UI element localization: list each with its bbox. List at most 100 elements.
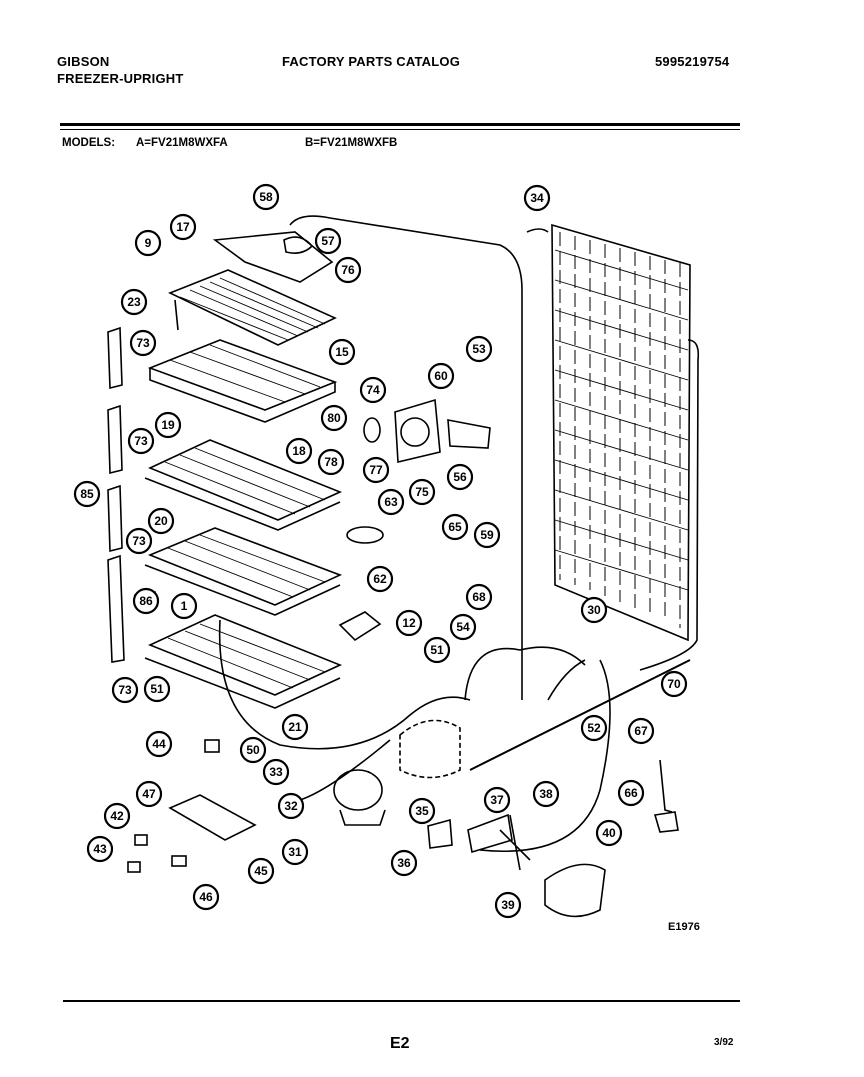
callout-58: 58 bbox=[252, 183, 280, 211]
svg-text:31: 31 bbox=[288, 845, 302, 859]
overload bbox=[467, 813, 513, 854]
callout-62: 62 bbox=[366, 565, 394, 593]
callout-80: 80 bbox=[320, 404, 348, 432]
callout-17: 17 bbox=[169, 213, 197, 241]
fan-motor bbox=[447, 419, 491, 449]
svg-text:19: 19 bbox=[161, 418, 175, 432]
product-type: FREEZER-UPRIGHT bbox=[57, 71, 184, 86]
svg-text:58: 58 bbox=[259, 190, 273, 204]
callout-20: 20 bbox=[147, 507, 175, 535]
svg-text:32: 32 bbox=[284, 799, 298, 813]
callout-12: 12 bbox=[395, 609, 423, 637]
model-a: A=FV21M8WXFA bbox=[136, 137, 228, 149]
svg-text:39: 39 bbox=[501, 898, 515, 912]
svg-text:62: 62 bbox=[373, 572, 387, 586]
callout-70: 70 bbox=[660, 670, 688, 698]
page-code: E2 bbox=[390, 1035, 410, 1052]
shelf-15 bbox=[147, 339, 338, 423]
drain-tube bbox=[479, 659, 611, 852]
callout-86: 86 bbox=[132, 587, 160, 615]
condenser-panel bbox=[551, 223, 700, 671]
callout-76: 76 bbox=[334, 256, 362, 284]
relay bbox=[427, 818, 453, 849]
svg-text:21: 21 bbox=[288, 720, 302, 734]
svg-text:12: 12 bbox=[402, 616, 416, 630]
svg-text:34: 34 bbox=[530, 191, 544, 205]
rod-23 bbox=[174, 299, 179, 331]
callout-31: 31 bbox=[281, 838, 309, 866]
svg-text:36: 36 bbox=[397, 856, 411, 870]
svg-text:23: 23 bbox=[127, 295, 141, 309]
callout-39: 39 bbox=[494, 891, 522, 919]
svg-text:33: 33 bbox=[269, 765, 283, 779]
callout-75: 75 bbox=[408, 478, 436, 506]
drain-pan bbox=[399, 719, 461, 779]
svg-text:17: 17 bbox=[176, 220, 190, 234]
terminal-board bbox=[168, 794, 257, 841]
callout-43: 43 bbox=[86, 835, 114, 863]
callout-52: 52 bbox=[580, 714, 608, 742]
svg-text:73: 73 bbox=[118, 683, 132, 697]
brand-name: GIBSON bbox=[57, 54, 110, 69]
svg-text:75: 75 bbox=[415, 485, 429, 499]
svg-text:47: 47 bbox=[142, 787, 156, 801]
svg-text:54: 54 bbox=[456, 620, 470, 634]
callout-68: 68 bbox=[465, 583, 493, 611]
catalog-title: FACTORY PARTS CATALOG bbox=[282, 54, 461, 69]
fan-blade bbox=[363, 417, 381, 443]
svg-text:56: 56 bbox=[453, 470, 467, 484]
thermostat-66 bbox=[653, 811, 679, 833]
callout-57: 57 bbox=[314, 227, 342, 255]
callout-74: 74 bbox=[359, 376, 387, 404]
svg-text:20: 20 bbox=[154, 514, 168, 528]
svg-text:77: 77 bbox=[369, 463, 383, 477]
svg-text:15: 15 bbox=[335, 345, 349, 359]
svg-text:50: 50 bbox=[246, 743, 260, 757]
callout-1: 1 bbox=[170, 592, 198, 620]
svg-text:59: 59 bbox=[480, 528, 494, 542]
svg-text:78: 78 bbox=[324, 455, 338, 469]
svg-text:42: 42 bbox=[110, 809, 124, 823]
catalog-number: 5995219754 bbox=[655, 54, 730, 69]
svg-text:51: 51 bbox=[430, 643, 444, 657]
callout-54: 54 bbox=[449, 613, 477, 641]
shelf-bottom bbox=[144, 614, 343, 709]
shelf-19 bbox=[144, 439, 343, 531]
callout-53: 53 bbox=[465, 335, 493, 363]
bracket bbox=[338, 611, 382, 642]
callout-47: 47 bbox=[135, 780, 163, 808]
relay-cover bbox=[544, 863, 606, 918]
svg-text:74: 74 bbox=[366, 383, 380, 397]
callout-35: 35 bbox=[408, 797, 436, 825]
header-rule bbox=[60, 123, 740, 126]
svg-text:73: 73 bbox=[134, 434, 148, 448]
svg-text:9: 9 bbox=[145, 236, 152, 250]
connector-42 bbox=[134, 834, 148, 846]
svg-text:73: 73 bbox=[132, 534, 146, 548]
svg-text:86: 86 bbox=[139, 594, 153, 608]
callout-65: 65 bbox=[441, 513, 469, 541]
svg-text:80: 80 bbox=[327, 411, 341, 425]
callout-51-b: 51 bbox=[143, 675, 171, 703]
callout-73-c: 73 bbox=[125, 527, 153, 555]
callout-85: 85 bbox=[73, 480, 101, 508]
svg-text:1: 1 bbox=[181, 599, 188, 613]
svg-text:30: 30 bbox=[587, 603, 601, 617]
callout-38: 38 bbox=[532, 780, 560, 808]
svg-text:68: 68 bbox=[472, 590, 486, 604]
shelf-17 bbox=[168, 269, 337, 346]
svg-text:70: 70 bbox=[667, 677, 681, 691]
callout-73-d: 73 bbox=[111, 676, 139, 704]
compressor bbox=[333, 769, 383, 811]
thermostat-tube-67 bbox=[659, 759, 673, 813]
callout-50: 50 bbox=[239, 736, 267, 764]
callout-19: 19 bbox=[154, 411, 182, 439]
svg-text:46: 46 bbox=[199, 890, 213, 904]
svg-text:18: 18 bbox=[292, 444, 306, 458]
callout-36: 36 bbox=[390, 849, 418, 877]
svg-text:57: 57 bbox=[321, 234, 335, 248]
svg-text:65: 65 bbox=[448, 520, 462, 534]
callout-21: 21 bbox=[281, 713, 309, 741]
footer-rule bbox=[63, 1000, 740, 1002]
